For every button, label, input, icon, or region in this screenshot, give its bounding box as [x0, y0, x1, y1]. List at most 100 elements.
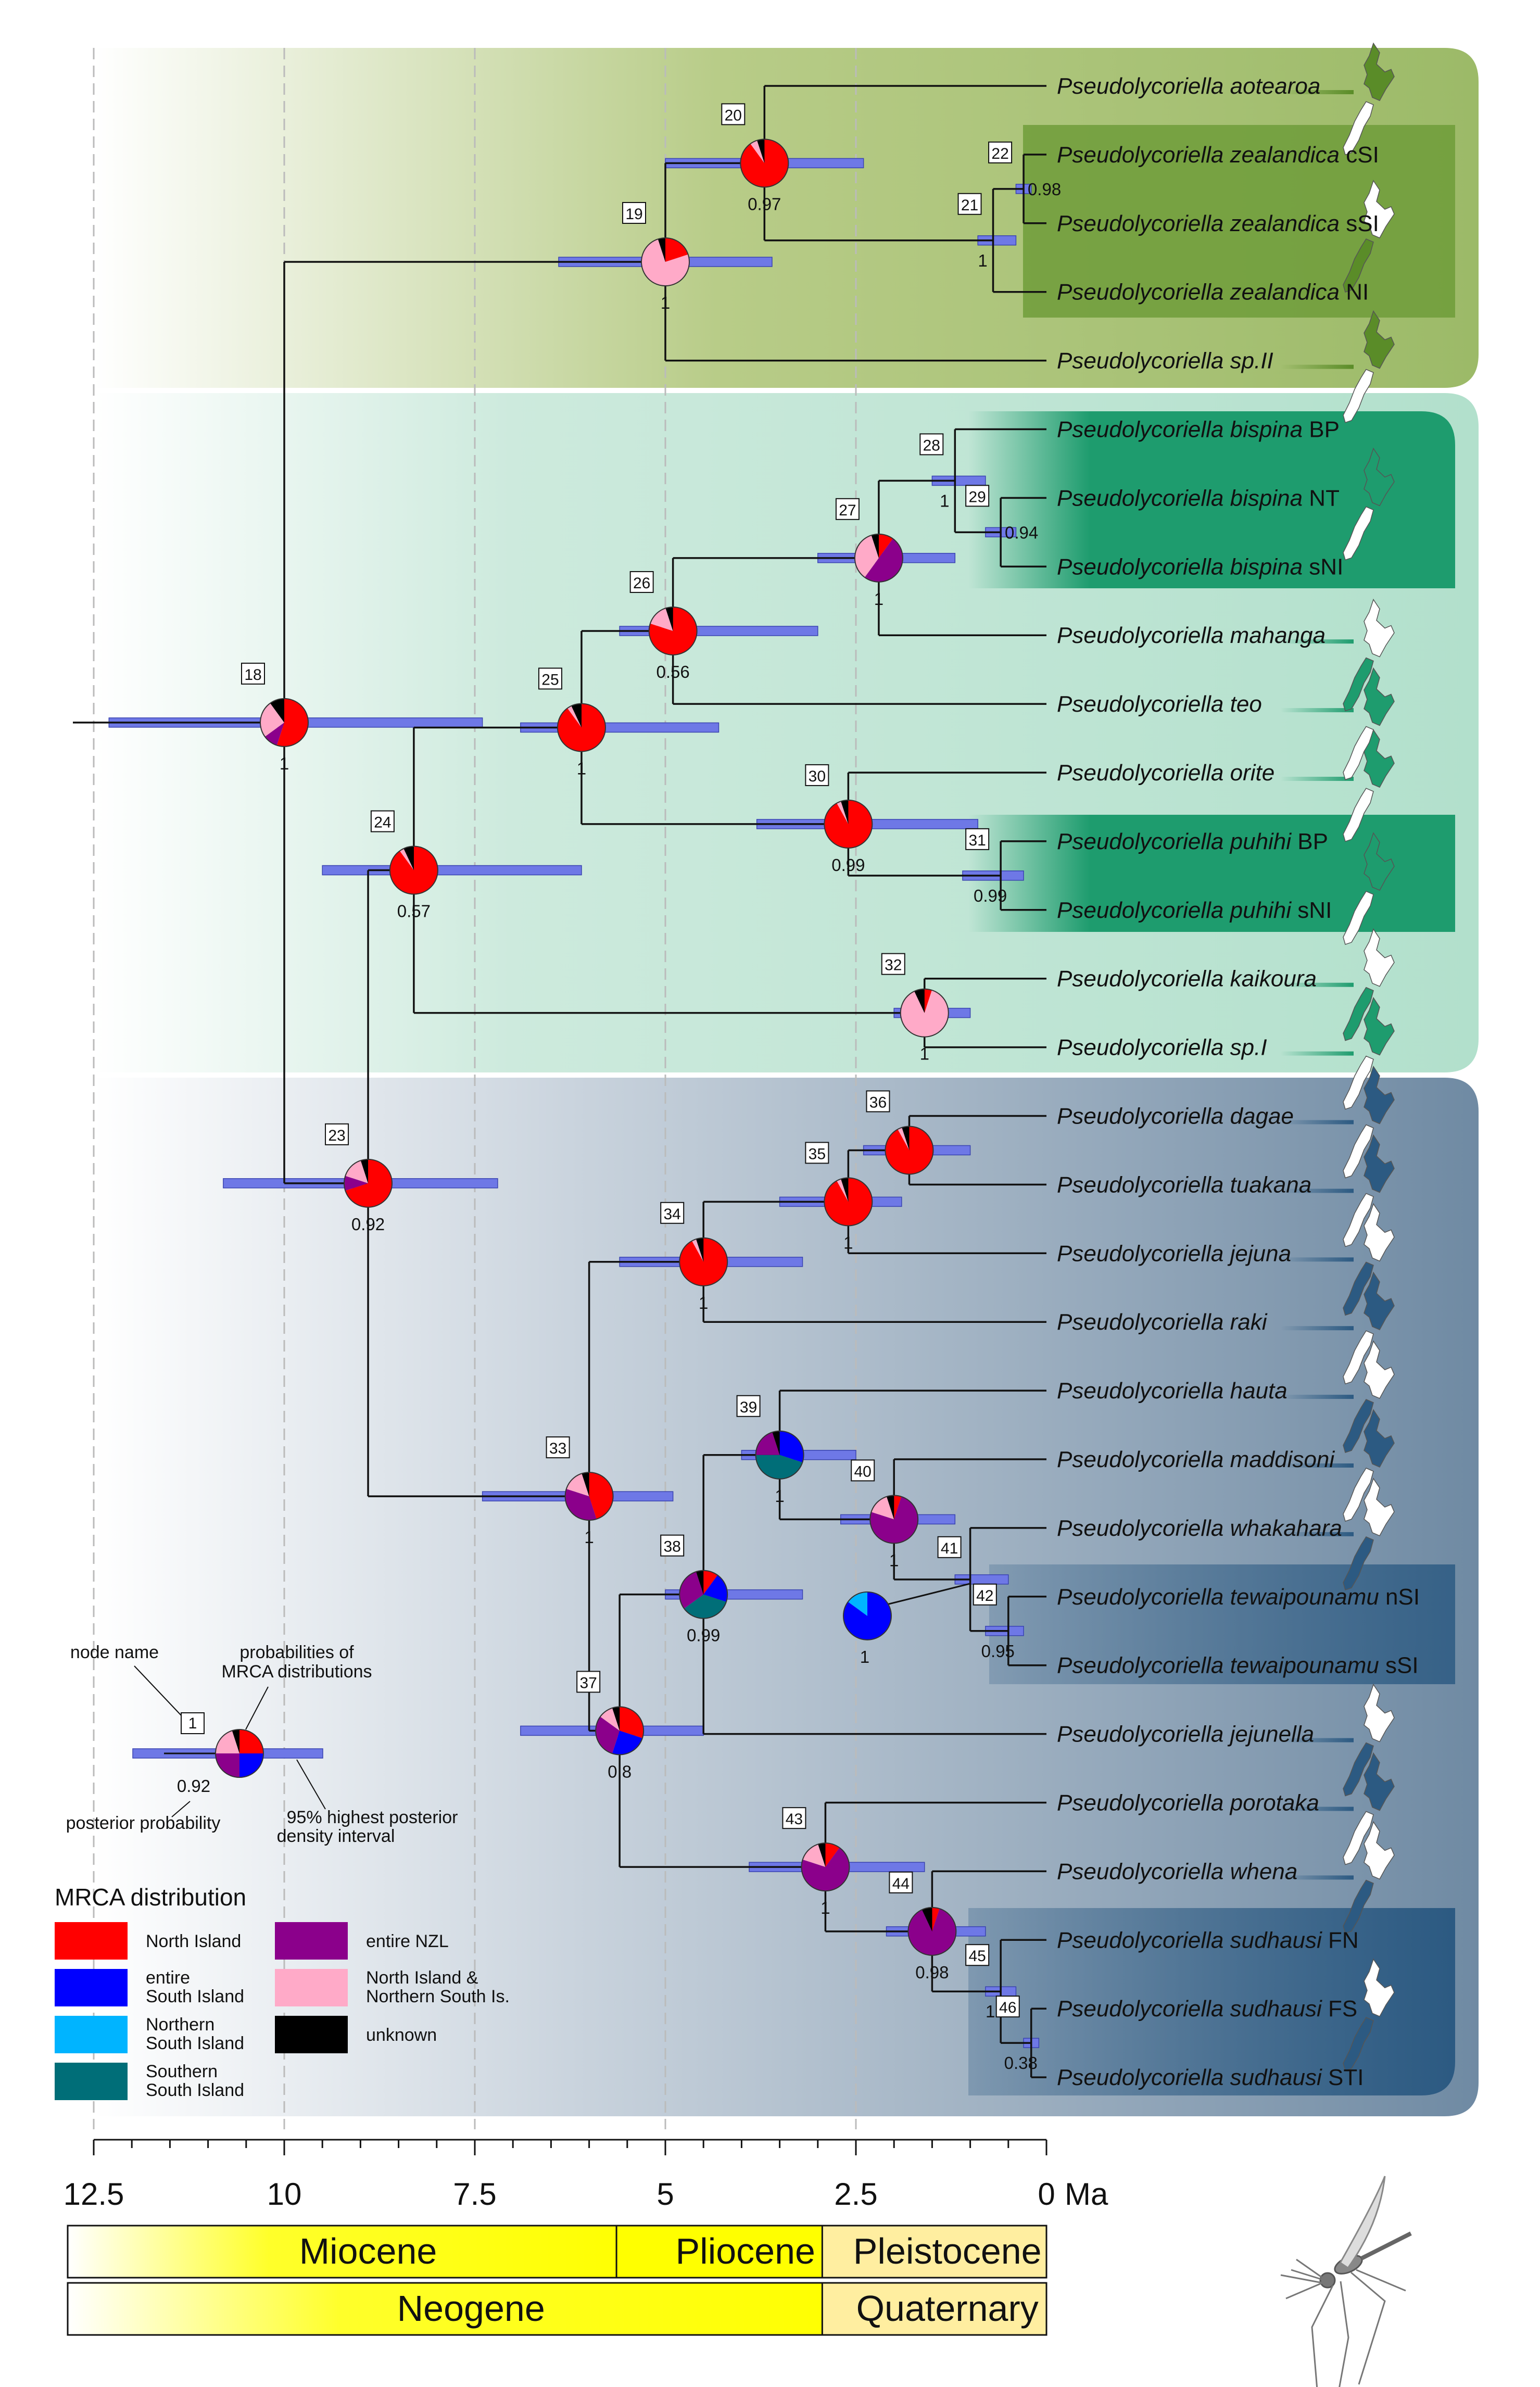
node-name: 32 — [881, 953, 905, 975]
posterior-probability: 0.94 — [1005, 523, 1038, 542]
nz-map-icon — [1343, 1477, 1395, 1590]
node-name: 44 — [889, 1871, 913, 1893]
south-island-shape — [1343, 1536, 1374, 1590]
map-streak — [1281, 639, 1354, 644]
pie-slice — [824, 1178, 873, 1226]
posterior-probability: 1 — [699, 1293, 708, 1312]
node-name-text: 33 — [549, 1440, 566, 1457]
nz-map-icon — [1343, 832, 1395, 945]
legend-label: South Island — [146, 2080, 244, 2100]
mrca-pie — [885, 1126, 934, 1175]
inset-tewaipounamu — [989, 1564, 1455, 1684]
node-name-text: 44 — [892, 1875, 910, 1892]
legend-leader — [245, 1686, 269, 1730]
map-streak — [1281, 1395, 1354, 1399]
map-streak — [1281, 1807, 1354, 1811]
node-name: 31 — [965, 828, 990, 850]
legend-pie — [215, 1729, 264, 1778]
epoch-label: Neogene — [397, 2288, 545, 2329]
mrca-pie — [824, 1177, 873, 1227]
node-name: 28 — [919, 433, 944, 456]
pie-slice — [641, 239, 689, 286]
pie-slice — [403, 846, 414, 870]
node-name-box — [325, 1123, 349, 1145]
node-name: 41 — [937, 1536, 962, 1558]
node-name: 18 — [241, 662, 265, 685]
axis-tick-label: 10 — [267, 2177, 302, 2212]
nz-map-icon — [1343, 1065, 1395, 1179]
pie-slice — [837, 801, 849, 824]
legend-prob-label: MRCA distributions — [221, 1662, 372, 1682]
node-name-box — [919, 433, 944, 456]
node-name: 40 — [851, 1459, 875, 1482]
posterior-probability: 1 — [920, 1044, 929, 1064]
node-name-box — [965, 485, 990, 507]
south-island-shape — [1343, 987, 1374, 1041]
mrca-pie — [801, 1842, 850, 1892]
legend-label: Northern South Is. — [366, 1987, 510, 2006]
south-island-shape — [1343, 369, 1374, 423]
node-name: 37 — [576, 1671, 601, 1693]
posterior-probability: 1 — [775, 1486, 784, 1506]
nz-map-icon — [1343, 667, 1395, 780]
north-island-shape — [1364, 667, 1395, 726]
pie-slice — [658, 237, 666, 262]
taxon-label: Pseudolycoriella zealandica cSI — [1057, 142, 1379, 168]
taxon-label: Pseudolycoriella porotaka — [1057, 1790, 1319, 1816]
node-name-text: 41 — [941, 1540, 958, 1557]
clade-panels — [94, 48, 1479, 2116]
map-streak — [1281, 982, 1354, 987]
node-name: 46 — [995, 1996, 1020, 2018]
epoch-cell — [821, 2225, 1047, 2279]
nz-map-icon — [1343, 1340, 1395, 1454]
pie-slice — [755, 1455, 803, 1479]
legend-swatch — [275, 2016, 348, 2053]
node-name-text: 37 — [579, 1674, 597, 1691]
posterior-probability: 0.97 — [748, 194, 781, 213]
posterior-probability: 0.99 — [831, 855, 865, 875]
pie-outline — [679, 1570, 728, 1619]
taxon-label: Pseudolycoriella bispina NT — [1057, 485, 1340, 511]
pie-slice — [696, 1237, 704, 1262]
map-streak — [1281, 1051, 1354, 1056]
pie-outline — [854, 533, 903, 583]
pie-slice — [600, 1708, 620, 1731]
node-name-box — [370, 810, 395, 832]
node-name: 43 — [782, 1807, 806, 1829]
mrca-pie — [869, 1495, 919, 1544]
pie-slice — [571, 703, 582, 728]
pie-outline — [344, 1158, 393, 1208]
epoch-cell — [615, 2225, 849, 2279]
axis-tick-label: 12.5 — [64, 2177, 124, 2212]
legend-hpd-label: 95% highest posterior — [287, 1808, 458, 1827]
south-island-shape — [1343, 1879, 1374, 1934]
posterior-probability: 1 — [661, 293, 670, 312]
map-streak — [1281, 1532, 1354, 1536]
pie-slice — [825, 1843, 840, 1867]
pie-slice — [344, 1176, 369, 1191]
nz-maps — [1343, 42, 1395, 2072]
taxon-label: Pseudolycoriella tuakana — [1057, 1172, 1311, 1197]
pie-outline — [842, 1591, 892, 1640]
nz-map-icon — [1343, 447, 1395, 561]
node-name-text: 29 — [968, 488, 986, 506]
pie-slice — [802, 1844, 826, 1867]
north-island-shape — [1364, 729, 1395, 788]
map-streak — [1281, 1257, 1354, 1262]
pie-slice — [740, 139, 789, 187]
south-island-shape — [1343, 1055, 1374, 1110]
node-name-text: 34 — [664, 1206, 681, 1223]
node-name-box — [889, 1871, 913, 1893]
mrca-pie — [648, 606, 698, 655]
pie-outline — [260, 698, 309, 747]
north-island-shape — [1364, 996, 1395, 1056]
pie-outline — [824, 799, 873, 849]
legend-swatch — [275, 1922, 348, 1960]
node-name-text: 39 — [740, 1399, 757, 1416]
pie-outline — [801, 1842, 850, 1892]
node-name: 19 — [622, 201, 646, 224]
pie-pointer — [882, 1583, 970, 1607]
taxon-labels: Pseudolycoriella aotearoaPseudolycoriell… — [1057, 73, 1420, 2090]
